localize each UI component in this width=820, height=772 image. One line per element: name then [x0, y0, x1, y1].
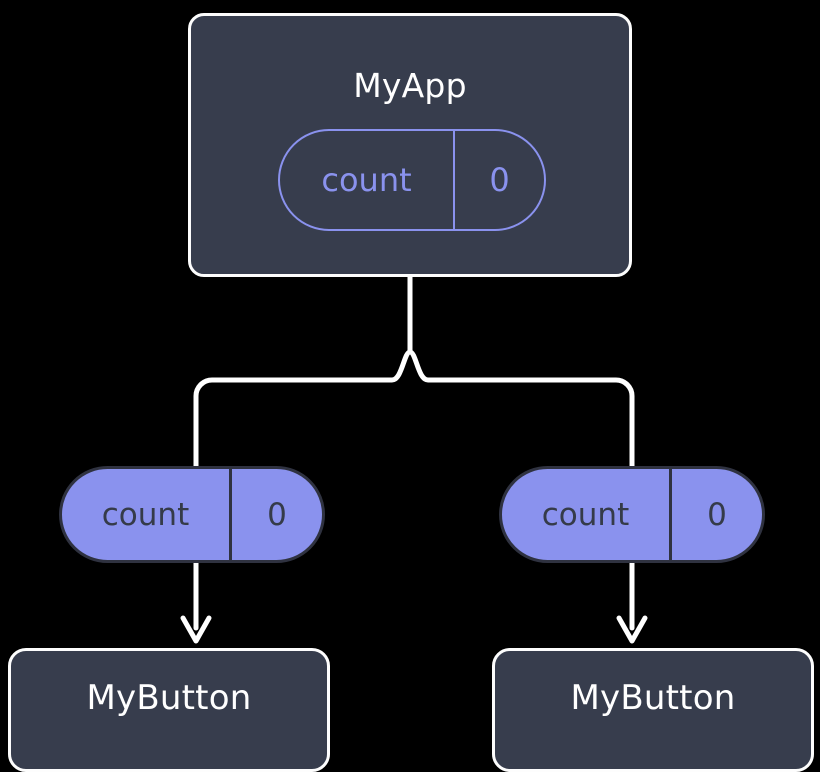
props-pill-left[interactable]: count 0: [59, 466, 325, 563]
state-pill-value: 0: [489, 161, 510, 199]
props-pill-key: count: [62, 469, 232, 560]
state-pill-key: count: [280, 131, 455, 229]
props-pill-value: 0: [267, 496, 287, 533]
connector-left-arrow-head: [180, 615, 212, 644]
component-box-myapp[interactable]: MyApp: [188, 13, 632, 277]
props-pill-right[interactable]: count 0: [499, 466, 765, 563]
component-label-mybutton: MyButton: [570, 678, 736, 718]
state-pill-myapp[interactable]: count 0: [278, 129, 546, 231]
component-label-myapp: MyApp: [353, 66, 467, 105]
component-box-mybutton-right[interactable]: MyButton: [492, 648, 814, 772]
connector-branch-right: [407, 349, 635, 473]
connector-right-arrow-head: [616, 615, 648, 644]
props-pill-key: count: [502, 469, 672, 560]
connector-branch-left: [193, 349, 413, 473]
props-pill-value: 0: [707, 496, 727, 533]
component-label-mybutton: MyButton: [86, 678, 252, 718]
component-box-mybutton-left[interactable]: MyButton: [8, 648, 330, 772]
